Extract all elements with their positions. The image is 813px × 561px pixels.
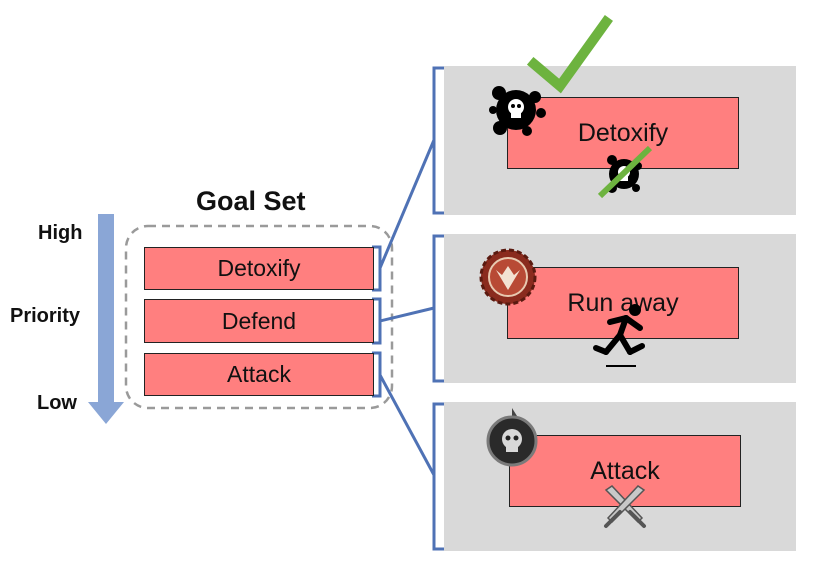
priority-high-label: High [38, 222, 83, 244]
goal-detoxify: Detoxify [144, 247, 374, 290]
connector-attack [378, 374, 436, 476]
goal-attack: Attack [144, 353, 374, 396]
connector-defend [379, 306, 435, 323]
priority-low-label: Low [37, 392, 77, 414]
priority-arrow [88, 214, 124, 424]
panel-attack-box: Attack [509, 435, 741, 507]
connector-detoxify [378, 139, 436, 269]
panel-detoxify-box: Detoxify [507, 97, 739, 169]
goal-defend: Defend [144, 299, 374, 343]
goal-set-title: Goal Set [196, 186, 306, 216]
priority-axis-label: Priority [10, 305, 81, 327]
